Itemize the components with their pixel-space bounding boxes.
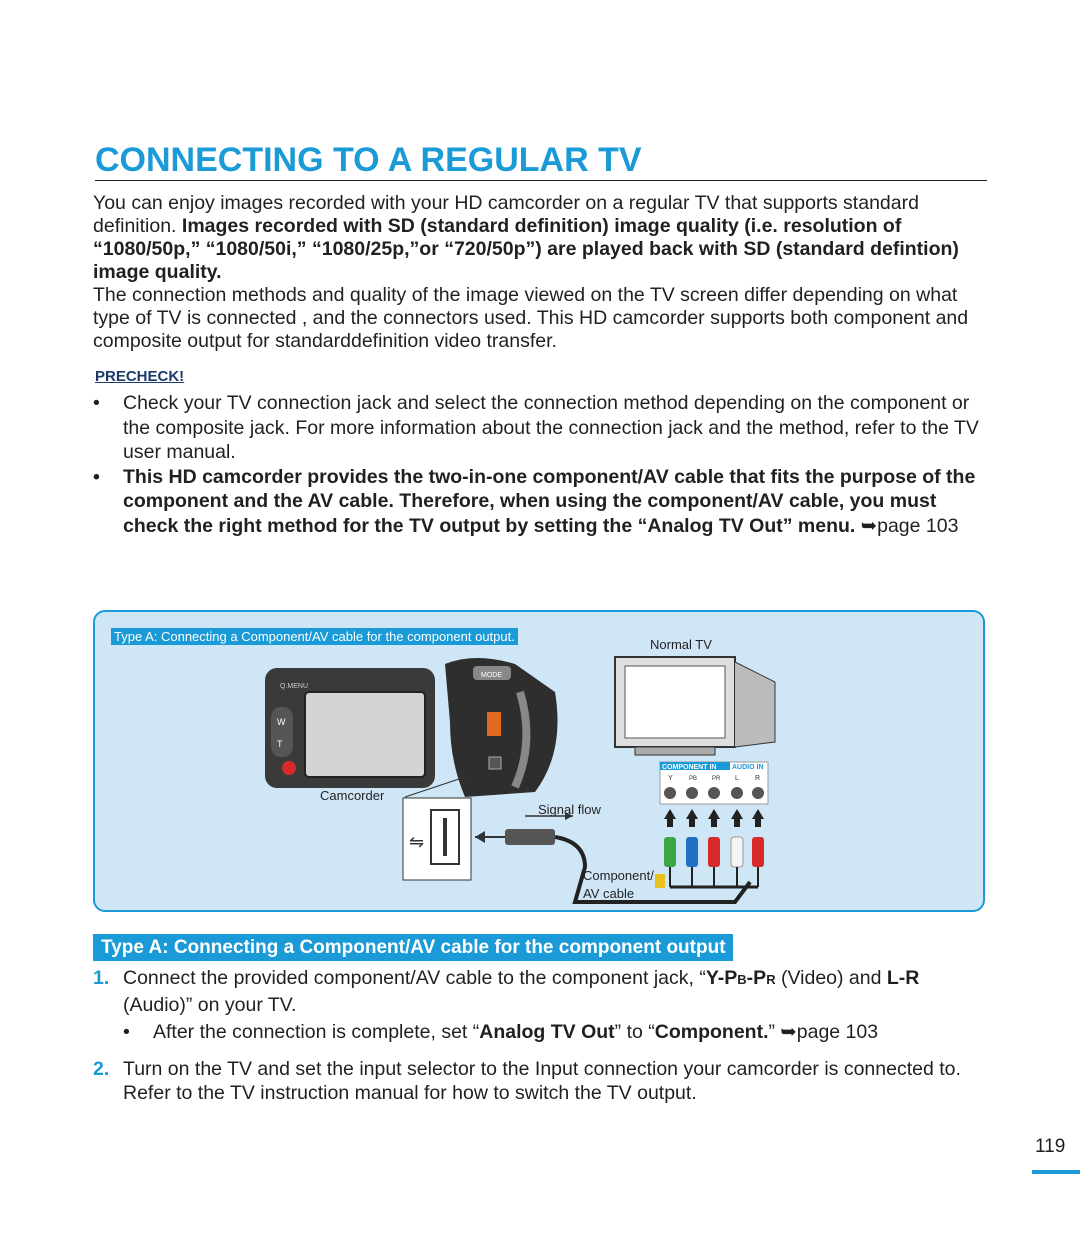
bullet-dot: • — [93, 392, 100, 414]
page-ref-arrow-icon: ➥ — [860, 514, 878, 537]
signal-flow-label: Signal flow — [538, 802, 601, 817]
step-1-sub-bullet: • After the connection is complete, set “… — [123, 1020, 993, 1045]
intro-paragraph-2: The connection methods and quality of th… — [93, 284, 969, 352]
intro-bold-text: Images recorded with SD (standard defini… — [93, 215, 959, 283]
sub-text: ” to “ — [614, 1021, 655, 1043]
connection-diagram: Type A: Connecting a Component/AV cable … — [93, 610, 985, 912]
precheck-list: • Check your TV connection jack and selec… — [93, 391, 993, 538]
mode-label: MODE — [481, 672, 502, 679]
intro-paragraph-1: You can enjoy images recorded with your … — [93, 192, 993, 284]
sub-text: ” — [768, 1021, 781, 1043]
jack-pr-r: R — [766, 972, 776, 987]
usb-jack-callout: ⇋ — [402, 776, 472, 881]
step-number: 2. — [93, 1057, 110, 1080]
precheck-bullet-2-text: This HD camcorder provides the two-in-on… — [123, 465, 976, 537]
jack-pb-p: P — [724, 967, 738, 989]
tv-illustration — [614, 656, 776, 756]
sub-text: After the connection is complete, set “ — [153, 1021, 480, 1043]
cable-label-line1: Component/ — [583, 868, 654, 883]
page-number-bar — [1032, 1170, 1080, 1174]
jack-label-pb: PB — [689, 776, 697, 782]
menu-value: Component. — [654, 1021, 769, 1043]
audio-in-label: AUDIO IN — [732, 764, 764, 771]
step-2: 2. Turn on the TV and set the input sele… — [93, 1057, 993, 1106]
intro-text: You can enjoy images recorded with your … — [93, 192, 919, 237]
section-heading: Type A: Connecting a Component/AV cable … — [93, 934, 733, 961]
menu-name: Analog TV Out — [479, 1021, 615, 1043]
precheck-heading: PRECHECK! — [95, 368, 185, 385]
steps-list: 1. Connect the provided component/AV cab… — [93, 966, 993, 1106]
jack-lr: L-R — [886, 967, 920, 989]
bullet-dot: • — [123, 1021, 130, 1043]
cable-label-line2: AV cable — [583, 886, 635, 901]
normal-tv-label: Normal TV — [650, 637, 712, 652]
page-title: CONNECTING TO A REGULAR TV — [95, 141, 642, 179]
cable-plug — [475, 812, 752, 904]
precheck-bullet-1: • Check your TV connection jack and selec… — [93, 391, 993, 465]
precheck-bullet-2: • This HD camcorder provides the two-in-o… — [93, 465, 993, 539]
step-1-text: (Audio)” on your TV. — [123, 993, 297, 1016]
jack-dash: - — [746, 967, 754, 989]
diagram-illustration: W T Q.MENU MODE ⇋ — [265, 656, 776, 904]
jack-label-l: L — [735, 775, 739, 782]
jack-label-pr: PR — [712, 776, 721, 782]
precheck-page-ref: page 103 — [877, 514, 959, 537]
page-ref-arrow-icon: ➥ — [780, 1021, 797, 1043]
sub-page-ref: page 103 — [796, 1021, 879, 1043]
jack-pr-p: P — [753, 967, 767, 989]
title-rule — [95, 180, 987, 181]
zoom-w-label: W — [277, 717, 286, 727]
jack-label-r: R — [755, 775, 760, 782]
component-in-label: COMPONENT IN — [662, 764, 716, 771]
jack-y: Y — [705, 967, 718, 989]
camcorder-illustration: W T Q.MENU MODE — [265, 658, 558, 797]
step-1-text: Connect the provided component/AV cable … — [123, 967, 706, 989]
rca-plugs — [655, 809, 764, 889]
step-1: 1. Connect the provided component/AV cab… — [93, 966, 993, 1045]
svg-text:⇋: ⇋ — [409, 832, 424, 852]
step-1-text: (Video) and — [775, 967, 887, 989]
jack-label-y: Y — [668, 775, 673, 782]
tv-jack-panel: COMPONENT IN AUDIO IN Y PB PR L R — [659, 761, 769, 805]
zoom-t-label: T — [277, 739, 283, 749]
step-number: 1. — [93, 967, 110, 989]
jack-dash: - — [717, 967, 725, 989]
precheck-bullet-1-text: Check your TV connection jack and select… — [123, 392, 979, 463]
camcorder-label: Camcorder — [320, 788, 385, 803]
page-number: 119 — [1035, 1136, 1066, 1157]
bullet-dot: • — [93, 465, 100, 488]
diagram-caption: Type A: Connecting a Component/AV cable … — [111, 628, 518, 645]
jack-pb-b: B — [737, 972, 747, 987]
menu-label: Q.MENU — [280, 683, 308, 690]
step-2-text: Turn on the TV and set the input selecto… — [123, 1057, 961, 1105]
